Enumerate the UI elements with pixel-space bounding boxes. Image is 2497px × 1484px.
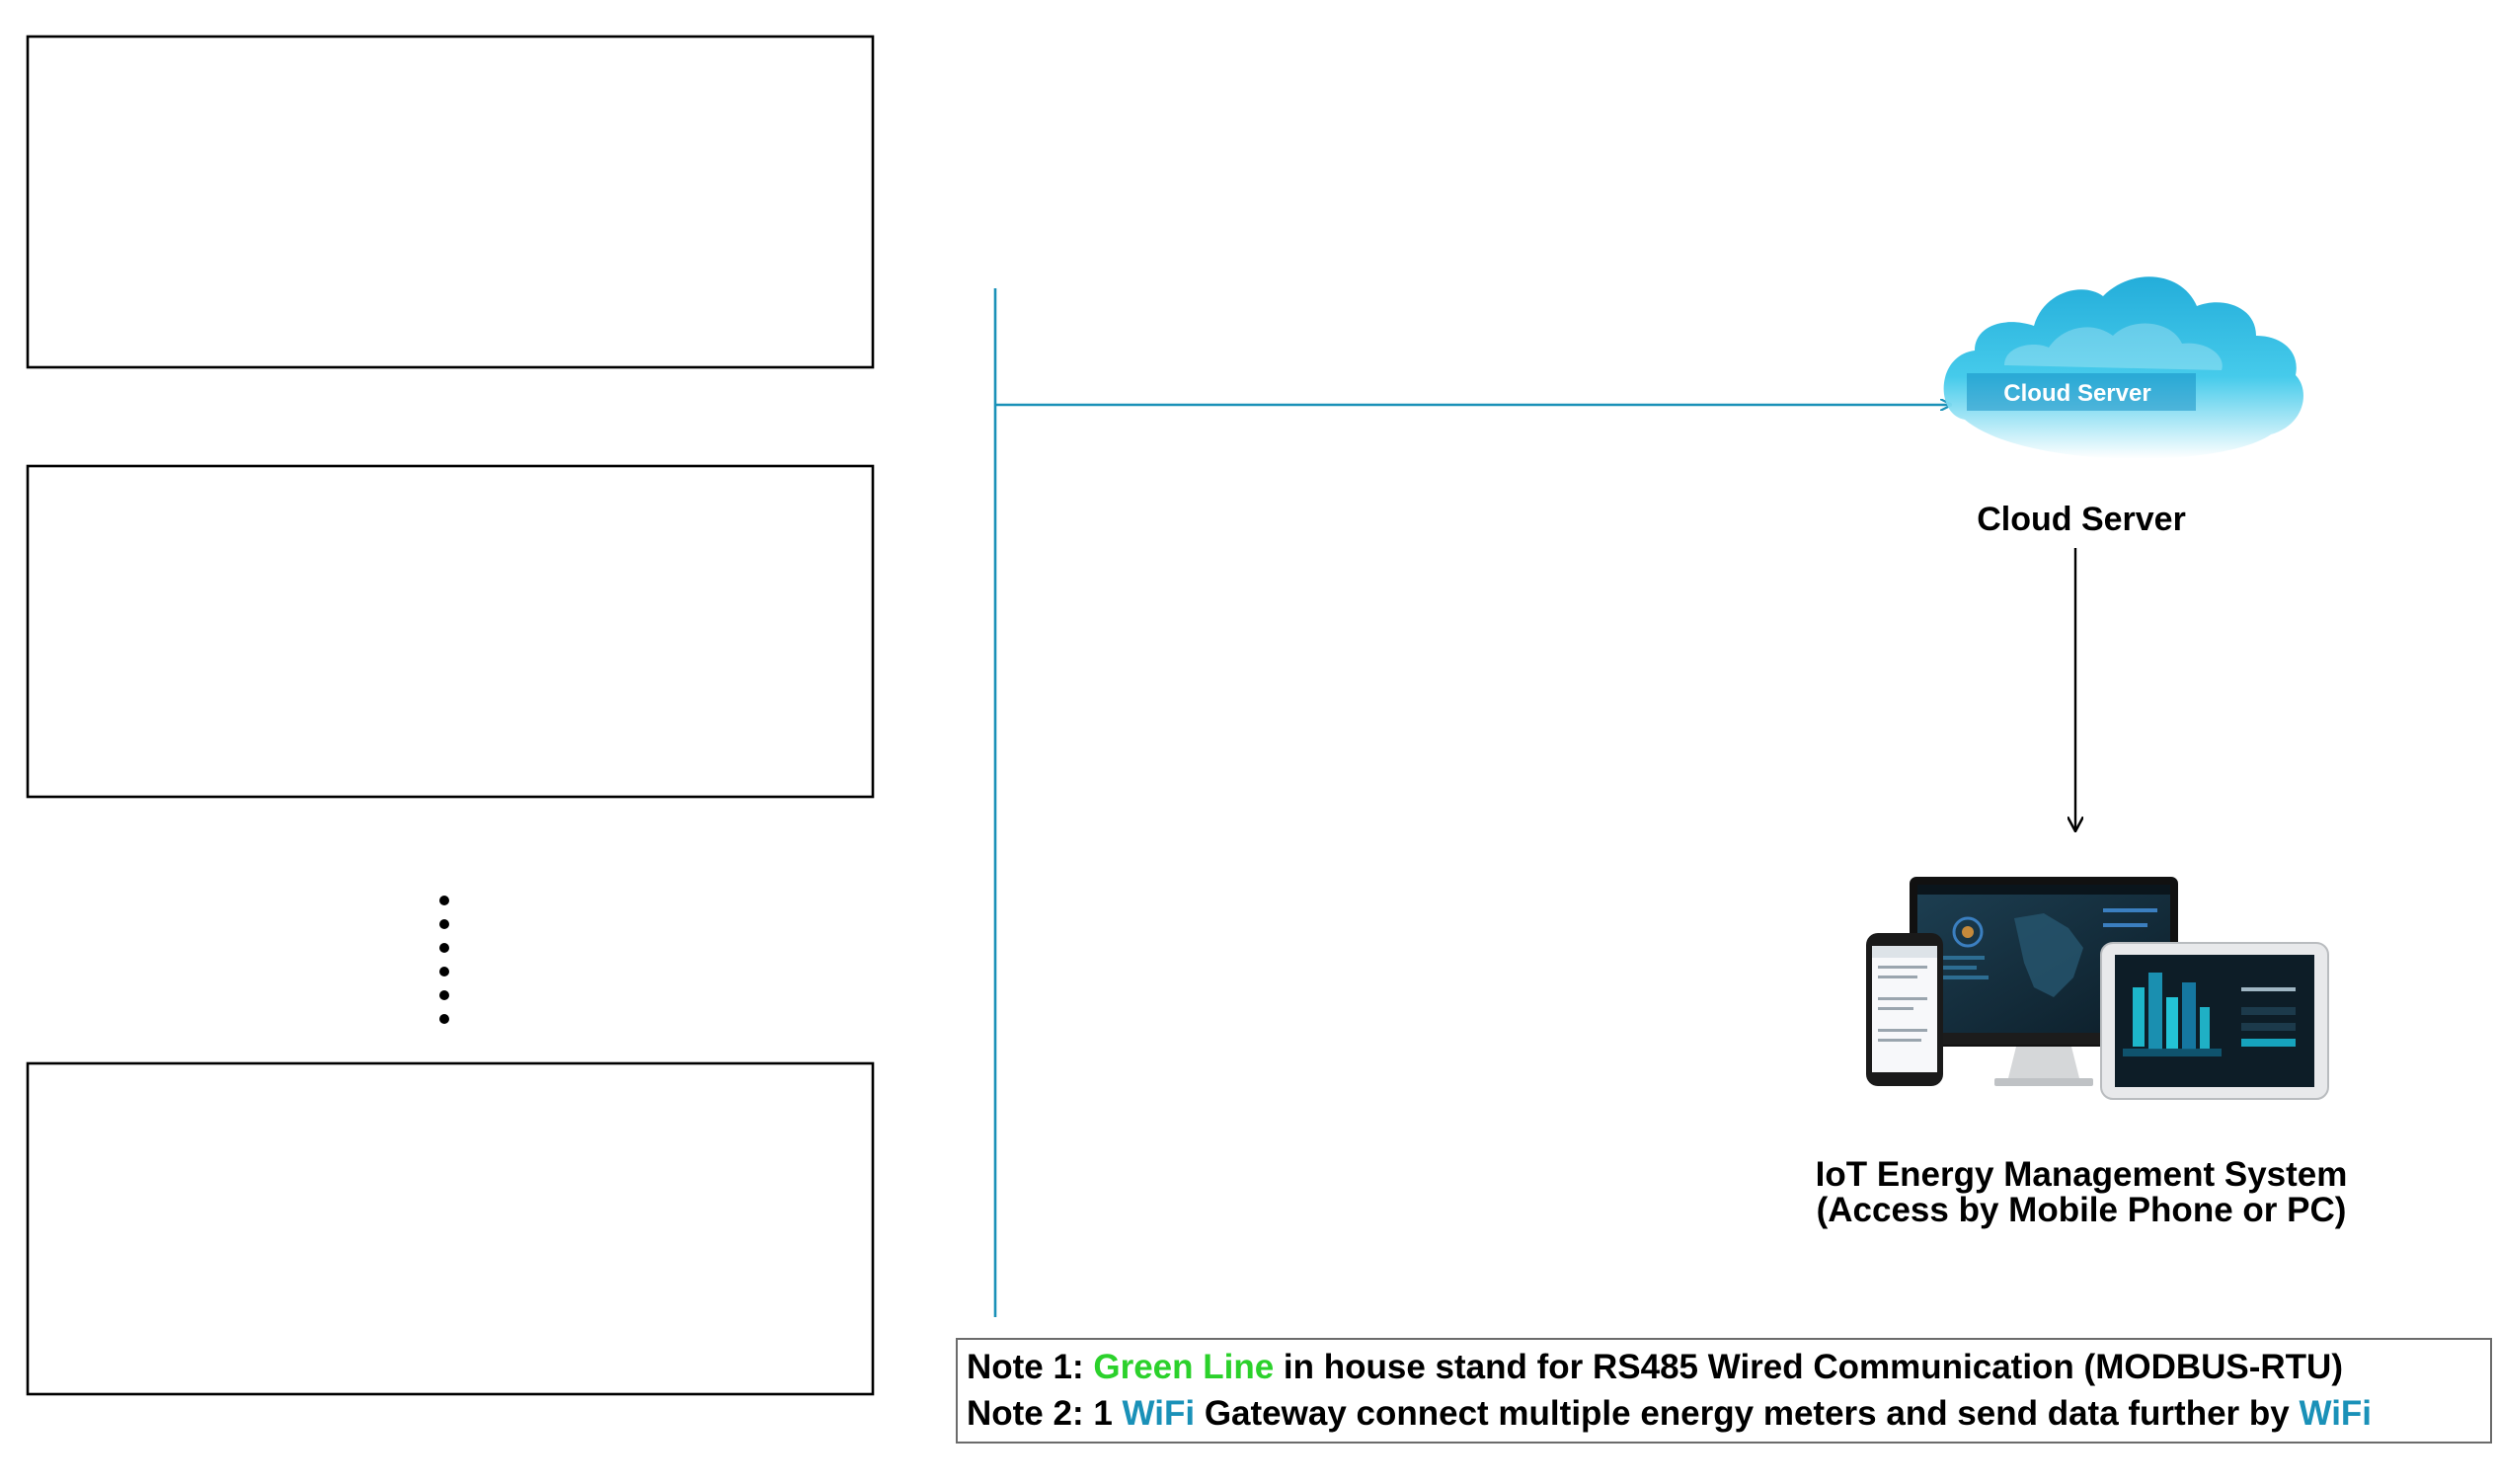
note-1-rest: in house stand for RS485 Wired Communica… [1274,1348,2343,1386]
area-frame: Circuit (3-phase) #10-1 Circuit (3-phase… [26,1061,875,1396]
cloud-server-caption: Cloud Server [1977,501,2186,538]
notes-box: Note 1: Green Line in house stand for RS… [956,1338,2492,1444]
note-2-highlight-wifi: WiFi [1123,1394,1196,1433]
area-3: Circuit (3-phase) #10-1 Circuit (3-phase… [26,1061,875,1396]
note-2: Note 2: 1 WiFi Gateway connect multiple … [967,1394,2372,1433]
area-frame: Circuit (3-phase) #1-1 Circuit (3-phase)… [26,35,875,369]
ethernet-trunk [993,288,1951,1317]
areas-layer: Circuit (3-phase) #1-1 Circuit (3-phase)… [26,35,875,1396]
iot-title-line1: IoT Energy Management System [1816,1155,2348,1194]
note-1-prefix: Note 1: [967,1348,1093,1386]
more-areas-dots [439,896,449,1024]
note-2-highlight-wifi-2: WiFi [2299,1394,2372,1433]
note-2-middle: Gateway connect multiple energy meters a… [1195,1394,2299,1433]
note-1: Note 1: Green Line in house stand for RS… [967,1348,2343,1386]
note-2-prefix: Note 2: 1 [967,1394,1123,1433]
cloud-icon [1943,276,2303,459]
area-frame: Circuit (3-phase) #2-1 Circuit (3-phase)… [26,464,875,799]
cloud-inner-label: Cloud Server [2003,380,2150,407]
note-1-highlight: Green Line [1093,1348,1274,1386]
iot-title-line2: (Access by Mobile Phone or PC) [1817,1191,2347,1229]
area-2: Circuit (3-phase) #2-1 Circuit (3-phase)… [26,464,875,799]
area-1: Circuit (3-phase) #1-1 Circuit (3-phase)… [26,35,875,369]
monitor-phone-tablet-icon [1866,877,2329,1100]
